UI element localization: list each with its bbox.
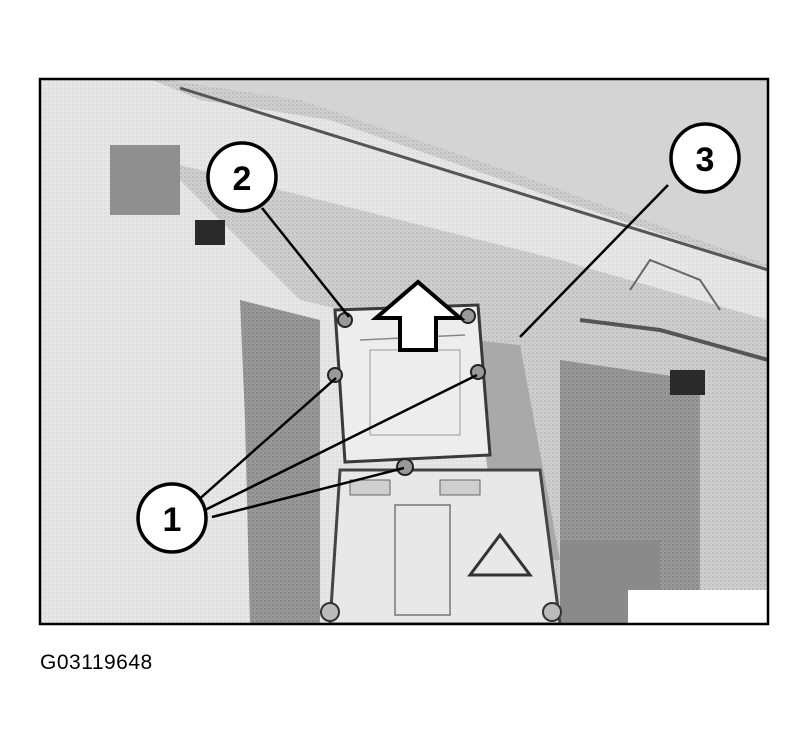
leader-lines	[195, 184, 669, 519]
leader-line-1a	[195, 377, 337, 503]
leader-line-3	[519, 184, 669, 338]
lower-control-unit	[328, 468, 562, 624]
unit-connector-right	[439, 479, 481, 496]
callout-1: 1	[136, 482, 208, 554]
wire-harness	[629, 258, 721, 311]
leader-line-1b	[204, 373, 478, 512]
left-bracket	[110, 145, 180, 215]
callout-label-3: 3	[696, 141, 715, 179]
blank-patch	[628, 590, 768, 624]
module-screw-left	[327, 367, 343, 383]
shadow-panel-left	[240, 300, 320, 624]
callout-label-2: 2	[233, 160, 252, 198]
module-screw-bottom	[396, 458, 414, 476]
callout-3: 3	[669, 122, 741, 194]
callout-2: 2	[206, 141, 278, 213]
callout-circle-3	[669, 122, 741, 194]
unit-mount-bolt-left	[320, 602, 340, 622]
warning-triangle	[467, 532, 533, 577]
dashboard-top-edge	[160, 79, 768, 265]
callout-circle-1	[136, 482, 208, 554]
removal-arrow	[370, 279, 466, 352]
photo-frame	[38, 77, 770, 626]
right-rail	[579, 318, 768, 362]
right-clip	[670, 370, 705, 395]
figure-code: G03119648	[40, 651, 153, 674]
callout-circle-2	[206, 141, 278, 213]
housing-edge-line	[179, 86, 768, 272]
module-screw-top-right	[460, 308, 476, 324]
callout-label-1: 1	[163, 501, 182, 539]
unit-connector-left	[349, 479, 391, 496]
leader-line-1c	[211, 466, 405, 519]
left-clip	[195, 220, 225, 245]
module-screw-top-left	[337, 312, 353, 328]
leader-line-2	[261, 207, 350, 318]
unit-label-area	[394, 504, 451, 616]
unit-mount-bolt-right	[542, 602, 562, 622]
